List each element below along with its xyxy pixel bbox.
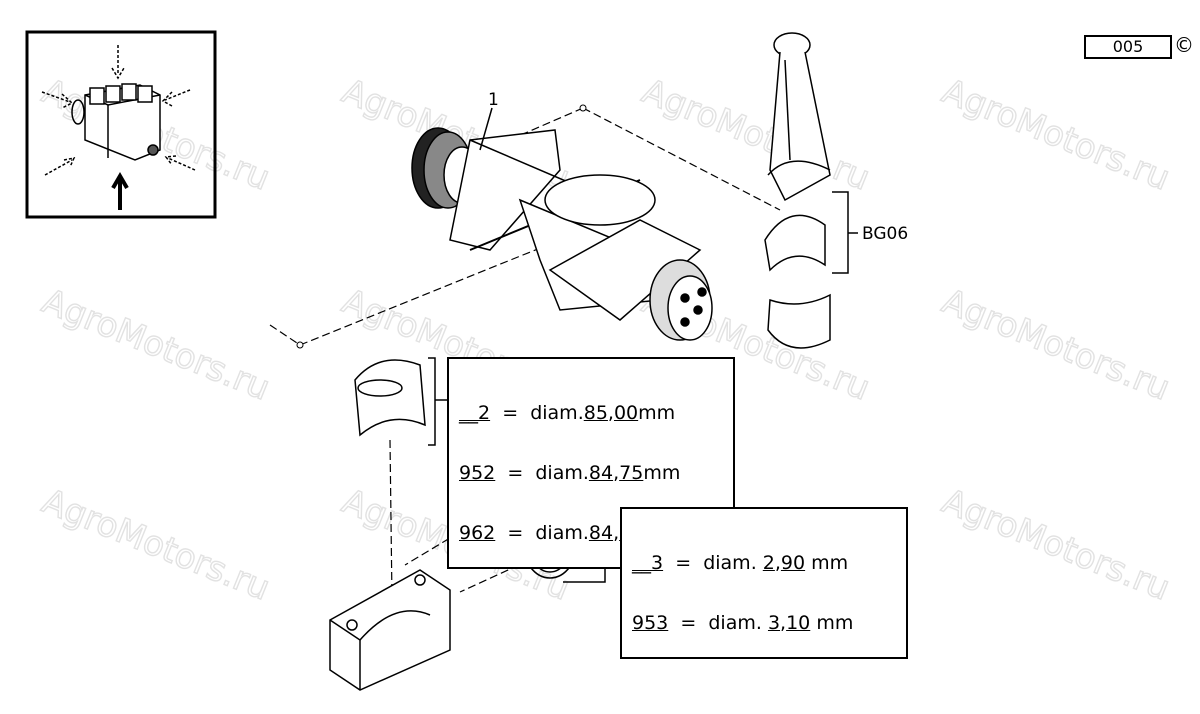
crankshaft: [411, 107, 713, 341]
engine-block-icon: [71, 83, 161, 161]
table-row: 953 = diam. 3,10 mm: [632, 612, 854, 634]
bg06-bracket: [832, 191, 858, 274]
watermark-text: AgroMotors.ru: [37, 281, 276, 408]
callout-item-1: 1: [488, 90, 499, 110]
watermark-text: AgroMotors.ru: [37, 481, 276, 608]
table-row: __3 = diam. 2,90 mm: [632, 552, 849, 574]
conrod-bearing-shells: [764, 214, 831, 349]
bearing-bracket: [428, 357, 447, 446]
thrust-washer-size-table: __3 = diam. 2,90 mm 953 = diam. 3,10 mm: [620, 507, 908, 659]
callout-bg06: BG06: [862, 224, 909, 244]
up-arrow-icon: [111, 172, 129, 210]
copyright-symbol: ©: [1174, 33, 1194, 57]
main-bearing-cap: [329, 569, 451, 691]
figure-reference: 005: [1084, 35, 1172, 59]
watermark-text: AgroMotors.ru: [937, 481, 1176, 608]
direction-arrows-icon: [41, 45, 196, 176]
engine-inset: [25, 30, 217, 219]
watermark-text: AgroMotors.ru: [937, 71, 1176, 198]
watermark-text: AgroMotors.ru: [637, 71, 876, 198]
main-bearing-shell: [354, 359, 426, 437]
watermark-text: AgroMotors.ru: [937, 281, 1176, 408]
connecting-rod: [767, 32, 831, 202]
